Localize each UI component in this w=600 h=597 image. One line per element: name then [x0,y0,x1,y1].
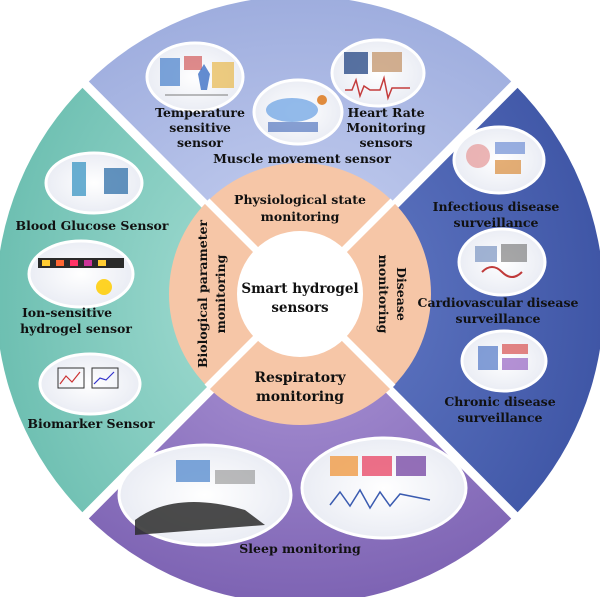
label-temperature-line2: sensitive [169,120,231,135]
ring-left-line2: monitoring [213,254,228,333]
center-circle [237,231,363,357]
infectious-disease-image [452,125,546,195]
label-cardiovascular-line1: Cardiovascular disease [418,295,579,310]
ring-left-line1: Biological parameter [195,220,210,368]
cardiovascular-disease-image [457,227,547,297]
label-heart-rate-line3: sensors [359,135,412,150]
sleep-monitoring-image-left [117,443,293,547]
label-infectious-line1: Infectious disease [433,199,560,214]
label-infectious-line2: surveillance [454,215,539,230]
label-cardiovascular-line2: surveillance [456,311,541,326]
ion-sensitive-sensor-image [27,239,135,309]
label-sleep-monitoring: Sleep monitoring [239,541,361,556]
temperature-sensor-image [145,41,245,113]
chronic-disease-image [460,329,548,393]
biomarker-sensor-image [38,352,142,416]
center-title-line1: Smart hydrogel [241,281,358,297]
label-temperature-line3: sensor [177,135,223,150]
ring-top-line1: Physiological state [234,192,366,207]
ring-top-line2: monitoring [261,209,340,224]
ring-bottom-line2: monitoring [256,389,344,405]
sleep-monitoring-image-right [300,436,468,540]
label-biomarker: Biomarker Sensor [27,416,155,431]
muscle-movement-sensor-image [252,78,344,146]
ring-right-line1: Disease [394,267,409,321]
quadrant-right [300,84,600,516]
label-heart-rate-line2: Monitoring [346,120,426,135]
ring-right-line2: monitoring [376,255,391,334]
heart-rate-sensor-image [330,38,426,108]
label-chronic-line1: Chronic disease [444,394,555,409]
label-muscle-movement: Muscle movement sensor [213,151,391,166]
center-title-line2: sensors [271,300,329,316]
label-blood-glucose: Blood Glucose Sensor [16,218,169,233]
label-temperature-line1: Temperature [155,105,245,120]
label-ion-sensitive-line2: hydrogel sensor [20,321,132,336]
ring-bottom-line1: Respiratory [254,370,346,386]
label-chronic-line2: surveillance [458,410,543,425]
blood-glucose-sensor-image [44,151,144,215]
label-heart-rate-line1: Heart Rate [347,105,424,120]
label-ion-sensitive-line1: Ion-sensitive [22,305,112,320]
